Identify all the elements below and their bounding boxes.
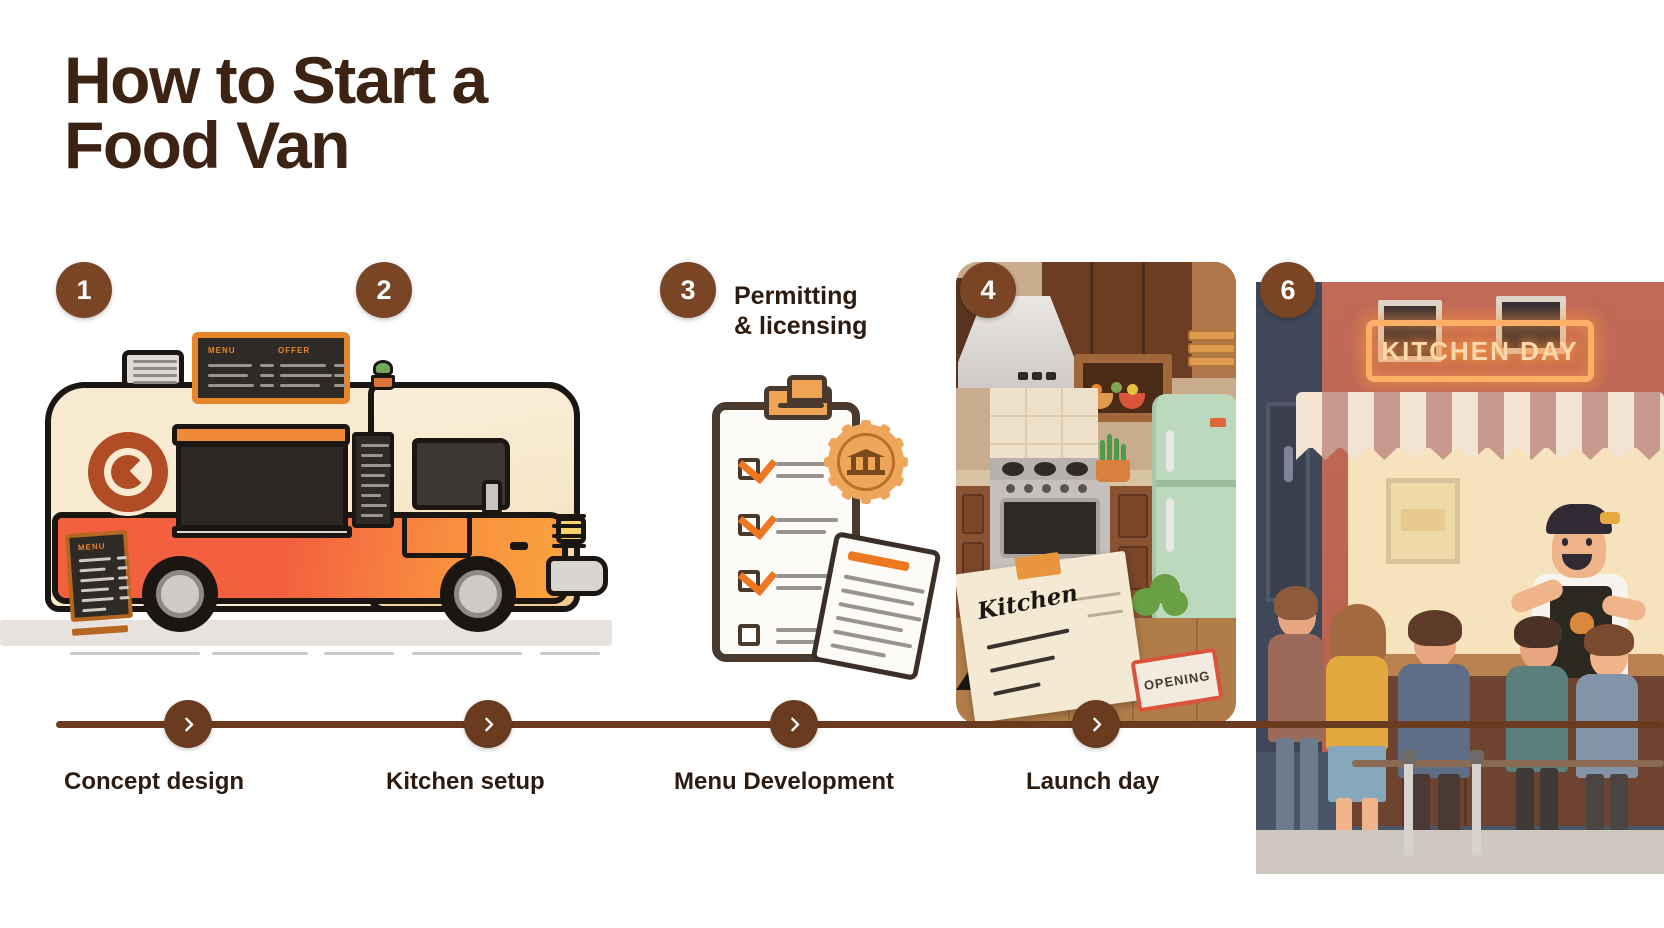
stacked-crates xyxy=(1188,330,1236,374)
ground-dashes xyxy=(40,652,630,658)
kitchen-setup-illustration: Kitchen OPENING xyxy=(956,262,1236,724)
checkbox-3 xyxy=(738,570,760,592)
van-logo xyxy=(84,428,172,516)
chevron-right-icon xyxy=(484,717,493,731)
shop-poster xyxy=(1386,478,1460,564)
timeline-caption-3: Menu Development xyxy=(674,768,895,795)
checkbox-1 xyxy=(738,458,760,480)
timeline-node-1[interactable] xyxy=(164,700,212,748)
launch-day-street-illustration: KITCHEN DAY xyxy=(1256,282,1664,874)
checkbox-2 xyxy=(738,514,760,536)
step-3-label: Permitting & licensing xyxy=(734,282,868,340)
customer-5 xyxy=(1570,620,1644,862)
sidewalk xyxy=(1256,830,1664,874)
van-mirror xyxy=(482,480,502,514)
timeline-track xyxy=(56,721,1664,728)
van-service-window xyxy=(176,442,348,530)
kitchen-handwritten-note: Kitchen xyxy=(956,550,1146,724)
government-seal-icon xyxy=(824,420,908,504)
van-awning xyxy=(172,424,350,446)
neon-sign-text: KITCHEN DAY xyxy=(1381,335,1579,366)
facade-window-1 xyxy=(1378,300,1442,362)
page-title: How to Start a Food Van xyxy=(64,43,488,182)
van-grille xyxy=(552,514,588,558)
timeline-node-3[interactable] xyxy=(770,700,818,748)
step-badge-4[interactable]: 4 xyxy=(960,262,1016,318)
van-wheel-rear xyxy=(142,556,218,632)
step-badge-6[interactable]: 6 xyxy=(1260,262,1316,318)
step-badge-1[interactable]: 1 xyxy=(56,262,112,318)
timeline-caption-4: Launch day xyxy=(1026,768,1160,795)
van-wheel-front xyxy=(440,556,516,632)
queue-post-2 xyxy=(1469,750,1484,856)
striped-awning xyxy=(1296,392,1664,448)
van-roof-plant xyxy=(368,360,398,390)
van-roof-vent xyxy=(122,350,184,388)
timeline-caption-2: Kitchen setup xyxy=(386,768,545,795)
van-service-counter xyxy=(172,526,352,538)
van-door xyxy=(402,512,472,558)
timeline-node-2[interactable] xyxy=(464,700,512,748)
note-tape xyxy=(1014,552,1062,580)
chevron-right-icon xyxy=(1092,717,1101,731)
note-heading: Kitchen xyxy=(975,579,1081,626)
sandwich-board: MENU xyxy=(64,529,136,636)
kitchen-plant-bush xyxy=(1132,574,1190,620)
customer-4 xyxy=(1502,612,1574,858)
menu-board-heading-left: MENU xyxy=(208,346,236,355)
permit-clipboard-illustration xyxy=(700,375,942,682)
queue-post-1 xyxy=(1401,750,1416,856)
van-side-menu xyxy=(352,432,394,528)
step-badge-2[interactable]: 2 xyxy=(356,262,412,318)
van-door-handle xyxy=(510,542,528,550)
kitchen-potted-plant xyxy=(1096,434,1130,482)
clipboard-clasp xyxy=(764,375,832,420)
menu-board-heading-right: OFFER xyxy=(278,346,311,355)
step-badge-3[interactable]: 3 xyxy=(660,262,716,318)
timeline-caption-1: Concept design xyxy=(64,768,245,795)
chevron-right-icon xyxy=(790,717,799,731)
checkbox-4 xyxy=(738,624,760,646)
van-headlight xyxy=(556,516,586,544)
sandwich-board-title: MENU xyxy=(77,541,106,553)
permit-document xyxy=(810,530,942,682)
queue-rail xyxy=(1352,760,1664,767)
food-van-illustration: MENU OFFER xyxy=(0,320,640,665)
chevron-right-icon xyxy=(184,717,193,731)
neon-sign: KITCHEN DAY xyxy=(1366,320,1594,382)
timeline-node-4[interactable] xyxy=(1072,700,1120,748)
van-bumper xyxy=(546,556,608,596)
van-menu-board: MENU OFFER xyxy=(192,332,350,404)
